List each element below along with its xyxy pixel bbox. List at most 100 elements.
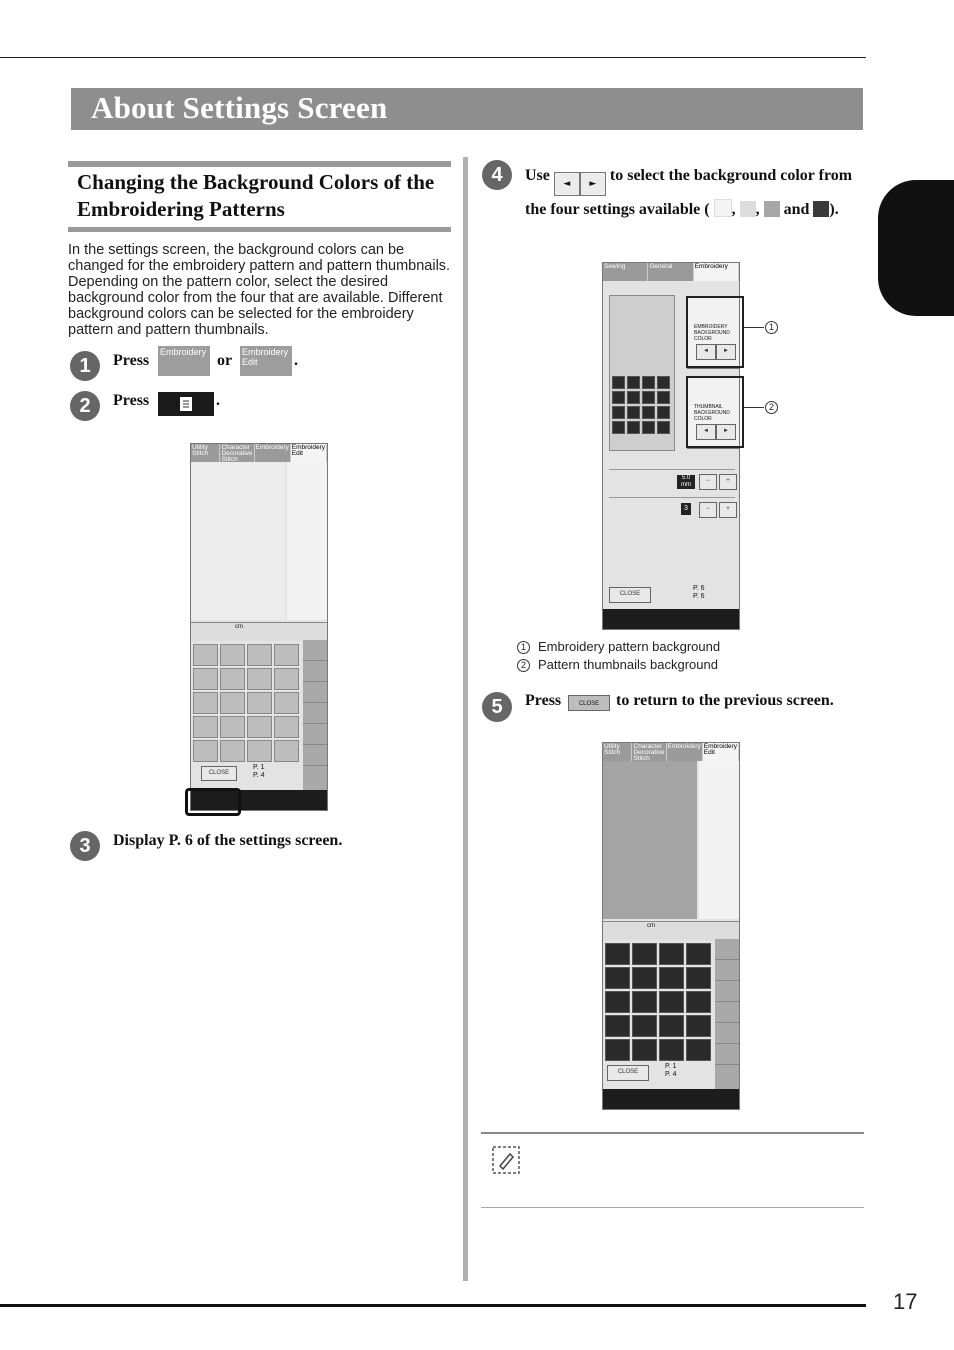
callout-marker: 1 <box>765 319 786 334</box>
side-button[interactable] <box>303 661 327 682</box>
pattern-cell[interactable] <box>193 716 218 738</box>
pattern-cell[interactable] <box>632 1015 657 1037</box>
pattern-cell[interactable] <box>686 991 711 1013</box>
pattern-cell[interactable] <box>605 1015 630 1037</box>
pattern-cell[interactable] <box>274 716 299 738</box>
page-title: About Settings Screen <box>91 90 388 125</box>
tab-character-decorative[interactable]: Character Decorative Stitch <box>220 444 255 463</box>
plus-button[interactable]: + <box>719 474 737 490</box>
pattern-cell[interactable] <box>659 1039 684 1061</box>
tab-embroidery[interactable]: Embroidery <box>666 743 703 761</box>
side-button[interactable] <box>303 703 327 724</box>
tab-embroidery[interactable]: Embroidery <box>254 444 291 462</box>
pattern-cell[interactable] <box>659 967 684 989</box>
tab-general[interactable]: General <box>648 263 694 281</box>
pattern-cell[interactable] <box>605 991 630 1013</box>
pattern-cell[interactable] <box>632 991 657 1013</box>
side-button[interactable] <box>715 939 739 960</box>
highlight-embroidery-bg <box>686 296 744 368</box>
pattern-cell[interactable] <box>247 692 272 714</box>
side-button[interactable] <box>303 682 327 703</box>
pattern-cell[interactable] <box>659 991 684 1013</box>
step-text: Use <box>525 167 550 184</box>
pattern-cell[interactable] <box>220 644 245 666</box>
size-bar: cm <box>191 622 327 641</box>
callout-line <box>744 327 764 328</box>
pattern-cell[interactable] <box>605 967 630 989</box>
pattern-cell[interactable] <box>274 668 299 690</box>
preview-area <box>287 462 327 620</box>
step-text: or <box>217 352 233 369</box>
tab-embroidery-edit[interactable]: Embroidery Edit <box>290 444 327 462</box>
close-button[interactable]: CLOSE <box>607 1065 649 1081</box>
pattern-cell[interactable] <box>247 716 272 738</box>
pattern-cell[interactable] <box>193 740 218 762</box>
pattern-cell[interactable] <box>193 668 218 690</box>
side-button[interactable] <box>715 1044 739 1065</box>
pattern-cell[interactable] <box>605 943 630 965</box>
left-arrow-icon[interactable]: ◄ <box>696 424 716 440</box>
step-number: 4 <box>482 160 512 190</box>
pattern-cell[interactable] <box>220 692 245 714</box>
pattern-cell[interactable] <box>632 967 657 989</box>
pattern-cell[interactable] <box>274 740 299 762</box>
pattern-cell[interactable] <box>632 943 657 965</box>
tab-utility-stitch[interactable]: Utility Stitch <box>191 444 221 462</box>
side-button[interactable] <box>715 981 739 1002</box>
side-button[interactable] <box>303 745 327 766</box>
page-number: 17 <box>893 1289 918 1314</box>
pattern-cell[interactable] <box>605 1039 630 1061</box>
title-bar: About Settings Screen <box>71 88 863 130</box>
pattern-cell[interactable] <box>193 692 218 714</box>
right-arrow-icon[interactable]: ► <box>579 172 606 196</box>
pattern-cell[interactable] <box>247 644 272 666</box>
close-button[interactable]: CLOSE <box>201 766 237 781</box>
minus-button[interactable]: − <box>699 502 717 518</box>
side-button[interactable] <box>715 960 739 981</box>
plus-button[interactable]: + <box>719 502 737 518</box>
pattern-cell[interactable] <box>686 967 711 989</box>
unit-label: cm <box>647 923 655 929</box>
side-button[interactable] <box>715 1002 739 1023</box>
minus-button[interactable]: − <box>699 474 717 490</box>
embroidery-edit-button[interactable]: Embroidery Edit <box>240 346 292 376</box>
side-button[interactable] <box>303 724 327 745</box>
pattern-cell[interactable] <box>220 668 245 690</box>
column-divider <box>463 157 468 1281</box>
pattern-cell[interactable] <box>220 740 245 762</box>
pattern-cell[interactable] <box>686 1039 711 1061</box>
pattern-cell[interactable] <box>686 1015 711 1037</box>
left-arrow-icon[interactable]: ◄ <box>553 172 580 196</box>
pattern-cell[interactable] <box>632 1039 657 1061</box>
pattern-cell[interactable] <box>274 692 299 714</box>
bottom-rule <box>0 1304 866 1307</box>
tab-embroidery[interactable]: Embroidery <box>693 263 739 281</box>
left-arrow-icon[interactable]: ◄ <box>696 344 716 360</box>
pattern-cell[interactable] <box>686 943 711 965</box>
close-button[interactable]: CLOSE <box>568 695 610 711</box>
pattern-cell[interactable] <box>274 644 299 666</box>
section-rule-top <box>68 161 451 167</box>
right-arrow-icon[interactable]: ► <box>716 344 736 360</box>
tab-embroidery-edit[interactable]: Embroidery Edit <box>702 743 739 761</box>
tab-sewing[interactable]: Sewing <box>603 263 649 281</box>
tab-utility-stitch[interactable]: Utility Stitch <box>603 743 633 761</box>
embroidery-button[interactable]: Embroidery <box>158 346 210 376</box>
pattern-cell[interactable] <box>247 740 272 762</box>
pattern-cell[interactable] <box>659 1015 684 1037</box>
side-button[interactable] <box>303 640 327 661</box>
step-text: to return to the previous screen. <box>616 692 834 709</box>
memo-rule-bottom <box>481 1207 864 1208</box>
settings-button[interactable] <box>158 392 214 416</box>
right-arrow-icon[interactable]: ► <box>716 424 736 440</box>
pattern-cell[interactable] <box>193 644 218 666</box>
page-indicator: P. 6 P. 6 <box>693 585 705 601</box>
pattern-cell[interactable] <box>247 668 272 690</box>
tab-character-decorative[interactable]: Character Decorative Stitch <box>632 743 667 762</box>
side-button[interactable] <box>715 1023 739 1044</box>
callout-line <box>744 407 764 408</box>
pattern-cell[interactable] <box>220 716 245 738</box>
pattern-cell[interactable] <box>659 943 684 965</box>
close-button[interactable]: CLOSE <box>609 587 651 603</box>
